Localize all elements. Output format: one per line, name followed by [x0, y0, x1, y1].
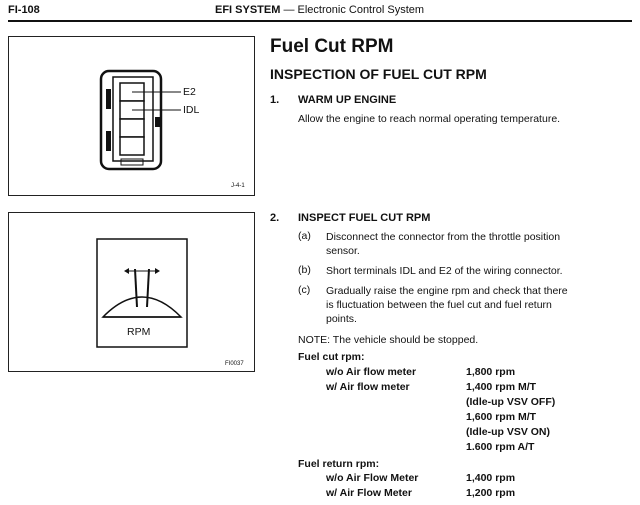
- label-idl: IDL: [183, 104, 200, 116]
- fuel-return-row1-value: 1,400 rpm: [466, 472, 516, 484]
- step2a-letter: (a): [298, 230, 311, 242]
- step2c-letter: (c): [298, 284, 311, 296]
- page-code: FI-108: [8, 4, 40, 16]
- tachometer-diagram: [96, 238, 188, 348]
- fuel-return-row2-label: w/ Air Flow Meter: [326, 487, 412, 499]
- fuel-cut-row2-label: w/ Air flow meter: [326, 381, 410, 393]
- figure-id: FI0037: [225, 361, 244, 367]
- step2a-line2: sensor.: [326, 245, 360, 257]
- note: NOTE: The vehicle should be stopped.: [298, 334, 479, 346]
- step1-text: Allow the engine to reach normal operati…: [298, 113, 561, 125]
- fuel-return-heading: Fuel return rpm:: [298, 458, 380, 470]
- fuel-cut-row2-value: 1,600 rpm M/T: [466, 411, 537, 423]
- fuel-cut-heading: Fuel cut rpm:: [298, 351, 365, 363]
- section-subtitle: — Electronic Control System: [283, 4, 425, 16]
- fuel-cut-row1-value: 1,800 rpm: [466, 366, 516, 378]
- fuel-return-row1-label: w/o Air Flow Meter: [326, 472, 419, 484]
- step2-number: 2.: [270, 212, 280, 224]
- connector-figure: E2 IDL J-4-1: [8, 36, 255, 196]
- section-title: EFI SYSTEM: [215, 4, 281, 16]
- step1-title: WARM UP ENGINE: [298, 94, 397, 106]
- step2a-line1: Disconnect the connector from the thrott…: [326, 231, 561, 243]
- fuel-return-row2-value: 1,200 rpm: [466, 487, 516, 499]
- figure-id: J-4-1: [231, 183, 245, 189]
- label-e2: E2: [183, 86, 196, 98]
- step2-title: INSPECT FUEL CUT RPM: [298, 212, 431, 224]
- tachometer-figure: RPM FI0037: [8, 212, 255, 372]
- connector-diagram: [99, 69, 181, 171]
- section-heading: INSPECTION OF FUEL CUT RPM: [270, 66, 487, 82]
- gauge-label: RPM: [127, 326, 151, 338]
- fuel-cut-row2-value: 1,400 rpm M/T: [466, 381, 537, 393]
- fuel-cut-row2-value: (Idle-up VSV ON): [466, 426, 550, 438]
- step2c-line1: Gradually raise the engine rpm and check…: [326, 285, 568, 297]
- header-rule: [8, 20, 632, 22]
- step2b-letter: (b): [298, 264, 311, 276]
- page-title: Fuel Cut RPM: [270, 36, 394, 57]
- fuel-cut-row2-value: 1.600 rpm A/T: [466, 441, 535, 453]
- section-header: EFI SYSTEM — Electronic Control System: [215, 4, 424, 16]
- step1-number: 1.: [270, 94, 280, 106]
- step2b-text: Short terminals IDL and E2 of the wiring…: [326, 265, 563, 277]
- fuel-cut-row2-value: (Idle-up VSV OFF): [466, 396, 556, 408]
- step2c-line3: points.: [326, 313, 357, 325]
- step2c-line2: is fluctuation between the fuel cut and …: [326, 299, 552, 311]
- fuel-cut-row1-label: w/o Air flow meter: [326, 366, 417, 378]
